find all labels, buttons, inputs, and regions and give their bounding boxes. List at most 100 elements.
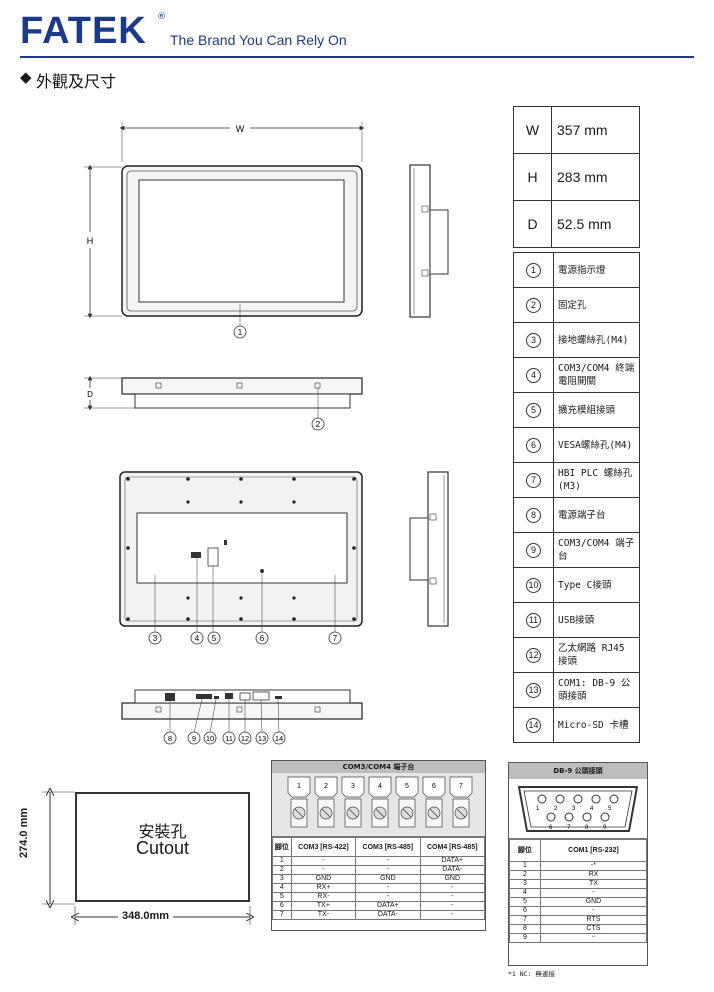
cutout-label-en: Cutout xyxy=(135,838,190,858)
width-label: W xyxy=(236,124,245,134)
terminal-pin: 7 xyxy=(449,776,473,828)
callout-number: 14 xyxy=(526,717,541,733)
db9-note: *1 NC: 無連接 xyxy=(508,970,555,978)
svg-text:5: 5 xyxy=(608,806,612,812)
db9-header: COM1 [RS-232] xyxy=(539,839,648,862)
callout-number: 1 xyxy=(526,262,541,278)
svg-text:14: 14 xyxy=(275,734,283,743)
svg-text:3: 3 xyxy=(153,634,158,643)
table-row: 6- xyxy=(509,906,648,916)
svg-text:6: 6 xyxy=(260,634,265,643)
db9-pin: 4 xyxy=(590,794,601,812)
table-row: 1--DATA+ xyxy=(272,856,486,866)
terminal-header: 腳位 xyxy=(272,837,292,857)
terminal-pin: 4 xyxy=(368,776,392,828)
db9-header: 腳位 xyxy=(509,839,541,862)
legend-text: USB接頭 xyxy=(553,602,640,638)
svg-text:5: 5 xyxy=(405,783,409,790)
svg-text:9: 9 xyxy=(192,734,196,743)
terminal-title: COM3/COM4 端子台 xyxy=(272,761,485,773)
svg-text:3: 3 xyxy=(572,806,576,812)
legend-text: COM3/COM4 端子台 xyxy=(553,532,640,568)
terminal-pin: 1 xyxy=(287,776,311,828)
svg-text:1: 1 xyxy=(536,806,540,812)
callout-number: 11 xyxy=(526,612,541,628)
legend-text: Micro-SD 卡槽 xyxy=(553,707,640,743)
svg-text:7: 7 xyxy=(459,783,463,790)
legend-text: 擴充模組接頭 xyxy=(553,392,640,428)
legend-text: VESA螺絲孔(M4) xyxy=(553,427,640,463)
table-row: 4- xyxy=(509,888,648,898)
registered-mark: ® xyxy=(157,12,166,22)
header-rule xyxy=(20,56,694,58)
legend-row: 14 Micro-SD 卡槽 xyxy=(513,707,640,743)
svg-text:5: 5 xyxy=(212,634,217,643)
terminal-header: COM3 [RS-485] xyxy=(355,837,421,857)
svg-text:7: 7 xyxy=(567,825,571,831)
terminal-pin: 3 xyxy=(341,776,365,828)
callout-number: 13 xyxy=(526,682,541,698)
legend-row: 9 COM3/COM4 端子台 xyxy=(513,532,640,568)
brand-logo: FATEK xyxy=(20,10,147,52)
legend-row: 7 HBI PLC 螺絲孔 (M3) xyxy=(513,462,640,498)
callout-number: 10 xyxy=(526,577,541,593)
callout-number: 7 xyxy=(526,472,541,488)
db9-title: DB-9 公頭接頭 xyxy=(509,763,647,779)
brand-tagline: The Brand You Can Rely On xyxy=(170,32,347,48)
callout-number: 9 xyxy=(526,542,541,558)
svg-text:6: 6 xyxy=(432,783,436,790)
legend-text: COM1: DB-9 公頭接頭 xyxy=(553,672,640,708)
rear-view: 3 4 5 6 7 xyxy=(119,471,363,645)
table-row: 9- xyxy=(509,933,648,943)
terminal-header: COM4 [RS-485] xyxy=(419,837,486,857)
terminal-pin: 6 xyxy=(422,776,446,828)
svg-text:2: 2 xyxy=(316,420,321,429)
terminal-block-image: 1 2 3 4 5 6 7 xyxy=(272,773,485,837)
section-title: 外觀及尺寸 xyxy=(36,72,117,91)
terminal-pin: 5 xyxy=(395,776,419,828)
side-view-top xyxy=(409,164,449,318)
height-label: H xyxy=(87,236,94,246)
legend-row: 11 USB接頭 xyxy=(513,602,640,638)
table-row: 1-* xyxy=(509,861,648,871)
legend-text: HBI PLC 螺絲孔 (M3) xyxy=(553,462,640,498)
legend-text: 固定孔 xyxy=(553,287,640,323)
callout-number: 8 xyxy=(526,507,541,523)
svg-text:9: 9 xyxy=(603,825,607,831)
svg-text:3: 3 xyxy=(351,783,355,790)
svg-text:7: 7 xyxy=(333,634,338,643)
svg-text:12: 12 xyxy=(241,734,249,743)
db9-pin: 6 xyxy=(546,812,556,831)
callout-number: 5 xyxy=(526,402,541,418)
legend-text: 電源指示燈 xyxy=(553,252,640,288)
cutout-height: 274.0 mm xyxy=(18,803,30,862)
cutout-outline xyxy=(75,792,250,902)
db9-pin: 8 xyxy=(582,812,592,831)
svg-text:10: 10 xyxy=(206,734,214,743)
callout-number: 12 xyxy=(526,647,541,663)
svg-text:8: 8 xyxy=(585,825,589,831)
legend-text: 乙太網路 RJ45 接頭 xyxy=(553,637,640,673)
terminal-pin: 2 xyxy=(314,776,338,828)
technical-drawing: W H 1 D 2 xyxy=(84,122,449,745)
svg-text:13: 13 xyxy=(258,734,266,743)
terminal-header: COM3 [RS-422] xyxy=(290,837,357,857)
depth-label: D xyxy=(87,390,93,399)
svg-text:11: 11 xyxy=(225,734,233,743)
callout-number: 3 xyxy=(526,332,541,348)
front-view: W H 1 xyxy=(84,122,365,339)
legend-text: COM3/COM4 終端電阻開關 xyxy=(553,357,640,393)
